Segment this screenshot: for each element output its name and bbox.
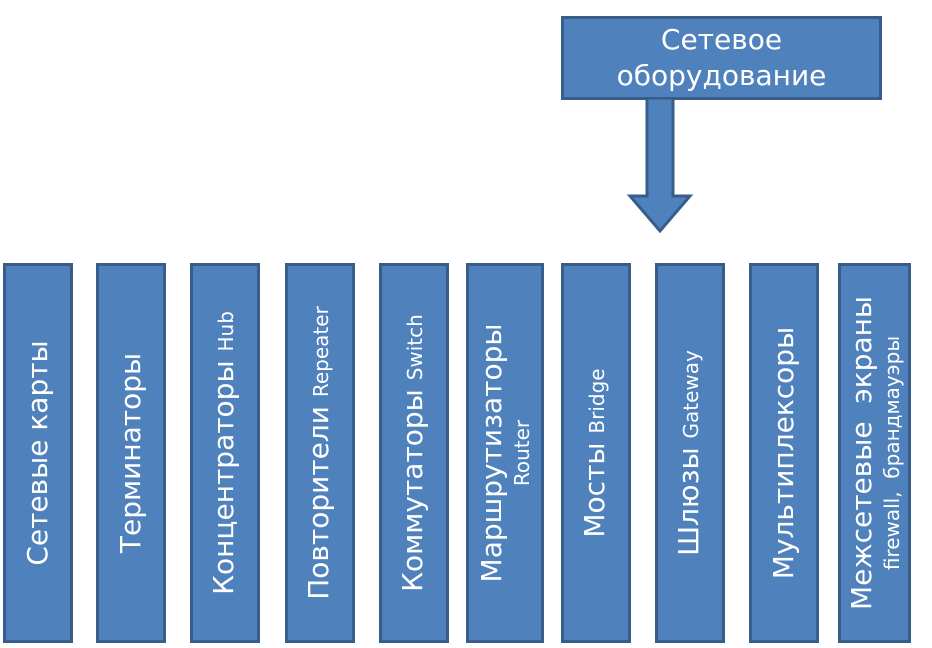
node-sublabel: Router xyxy=(510,419,534,487)
node-label-line: Мосты Bridge xyxy=(578,368,614,537)
node-label: Повторители xyxy=(302,406,335,600)
node-switches: Коммутаторы Switch xyxy=(379,263,449,643)
root-label-line1: Сетевое xyxy=(660,23,783,56)
root-label-line2: оборудование xyxy=(616,59,827,92)
node-label: Концентраторы xyxy=(207,360,240,595)
node-label: Маршрутизаторы xyxy=(475,323,508,583)
node-label: Сетевые карты xyxy=(21,340,54,566)
node-sublabel: Bridge xyxy=(585,368,609,434)
node-label: Мультиплексоры xyxy=(767,326,800,580)
node-label-line: Коммутаторы Switch xyxy=(396,314,432,592)
node-label: Терминаторы xyxy=(114,352,147,554)
root-node-network-equipment: Сетевое оборудование xyxy=(561,16,882,100)
node-hubs: Концентраторы Hub xyxy=(190,263,260,643)
node-repeaters: Повторители Repeater xyxy=(285,263,355,643)
node-multiplexers: Мультиплексоры xyxy=(749,263,819,643)
node-label-line: Шлюзы Gateway xyxy=(672,350,708,556)
node-gateways: Шлюзы Gateway xyxy=(655,263,725,643)
node-label: Шлюзы xyxy=(672,447,705,556)
node-sublabel: Repeater xyxy=(309,306,333,398)
node-sublabel: Switch xyxy=(403,314,427,381)
node-routers: Маршрутизаторы Router xyxy=(466,263,544,643)
node-label: Мосты xyxy=(578,442,611,538)
node-sublabel: firewall, брандмауэры xyxy=(879,335,904,571)
node-label-line: Концентраторы Hub xyxy=(207,311,243,595)
node-label-line: Повторители Repeater xyxy=(302,306,338,600)
node-label: Коммутаторы xyxy=(396,389,429,592)
node-firewalls: Межсетевые экраны firewall, брандмауэры xyxy=(838,263,911,643)
node-bridges: Мосты Bridge xyxy=(561,263,631,643)
node-label: Межсетевые экраны xyxy=(844,295,878,611)
node-network-cards: Сетевые карты xyxy=(3,263,73,643)
node-sublabel: Gateway xyxy=(679,350,703,439)
down-arrow-connector xyxy=(626,98,694,234)
node-terminators: Терминаторы xyxy=(96,263,166,643)
node-sublabel: Hub xyxy=(214,311,238,352)
